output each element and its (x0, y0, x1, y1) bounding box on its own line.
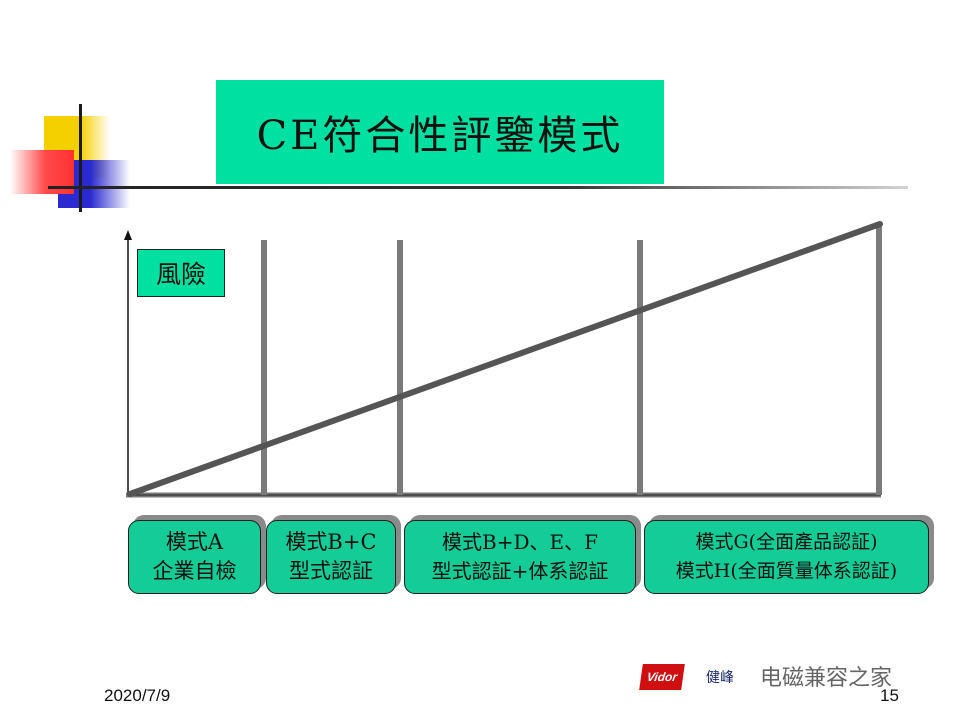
risk-label: 風險 (137, 249, 225, 297)
page-number: 15 (880, 686, 899, 705)
mode-a-line1: 模式A (165, 530, 224, 554)
decorative-vertical-line (79, 104, 82, 212)
watermark: 电磁兼容之家 (760, 666, 893, 691)
y-axis-arrow (124, 230, 132, 240)
mode-box-bdef: 模式B+D、E、F 型式認証+体系認証 (404, 520, 636, 594)
mode-box-bc: 模式B+C 型式認証 (266, 520, 396, 594)
mode-box-a: 模式A 企業自檢 (128, 520, 261, 594)
footer-date: 2020/7/9 (104, 686, 171, 705)
mode-bc-line1: 模式B+C (285, 530, 377, 554)
mode-bc-line2: 型式認証 (289, 559, 373, 583)
mode-gh-line1: 模式G(全面產品認証) (695, 531, 878, 553)
company-name: 健峰 (706, 669, 734, 685)
vidor-logo: Vidor (639, 664, 685, 690)
mode-a-line2: 企業自檢 (152, 559, 237, 583)
slide-title: CE符合性評鑒模式 (256, 113, 624, 159)
title-box: CE符合性評鑒模式 (216, 80, 664, 184)
mode-box-gh: 模式G(全面產品認証) 模式H(全面質量体系認証) (644, 520, 929, 594)
mode-gh-line2: 模式H(全面質量体系認証) (675, 560, 898, 582)
mode-bdef-line1: 模式B+D、E、F (442, 530, 598, 554)
mode-bdef-line2: 型式認証+体系認証 (431, 559, 609, 583)
header-rule (48, 186, 908, 189)
risk-line (127, 221, 883, 497)
